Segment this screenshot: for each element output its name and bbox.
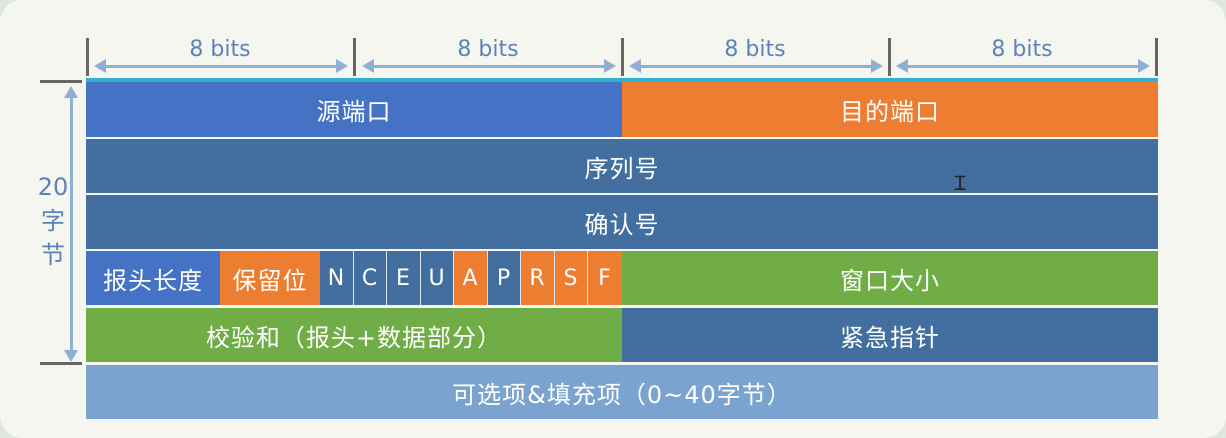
header-top-line: [86, 78, 1158, 82]
urgent-pointer-field: 紧急指针: [622, 308, 1158, 362]
options-padding-field: 可选项&填充项（0~40字节）: [86, 365, 1158, 419]
header-length-field: 报头长度: [86, 251, 220, 305]
side-label-20: 20: [36, 170, 70, 204]
source-port-field: 源端口: [86, 82, 622, 137]
bit-tick: [621, 38, 624, 76]
byte-range-line: [70, 96, 73, 352]
flag-s: S: [555, 251, 588, 305]
flag-f: F: [588, 251, 622, 305]
bits-label-1: 8 bits: [189, 37, 251, 62]
ack-number-field: 确认号: [86, 195, 1158, 249]
destination-port-field: 目的端口: [622, 82, 1158, 137]
sequence-number-field: 序列号: [86, 139, 1158, 193]
bit-tick: [353, 38, 356, 76]
arrow-down-icon: [64, 350, 78, 362]
bits-label-3: 8 bits: [724, 37, 786, 62]
bits-arrow: [629, 59, 883, 73]
side-label-jie: 节: [36, 238, 70, 272]
bit-tick: [1155, 38, 1158, 76]
bits-arrow: [94, 59, 348, 73]
flag-c: C: [354, 251, 387, 305]
reserved-field: 保留位: [220, 251, 320, 305]
window-size-field: 窗口大小: [622, 251, 1158, 305]
flag-r: R: [521, 251, 555, 305]
flag-p: P: [488, 251, 521, 305]
byte-range-bottom-bar: [40, 362, 82, 365]
byte-range-top-bar: [40, 80, 82, 83]
bits-arrow: [362, 59, 616, 73]
arrow-up-icon: [64, 86, 78, 98]
bit-tick: [86, 38, 89, 76]
flag-n: N: [320, 251, 354, 305]
flag-u: U: [421, 251, 454, 305]
checksum-field: 校验和（报头+数据部分）: [86, 308, 622, 362]
bit-tick: [888, 38, 891, 76]
flag-e: E: [387, 251, 421, 305]
bits-arrow: [896, 59, 1150, 73]
bits-label-4: 8 bits: [991, 37, 1053, 62]
text-cursor-icon: Ɪ: [954, 171, 966, 195]
flag-a: A: [454, 251, 488, 305]
bits-label-2: 8 bits: [457, 37, 519, 62]
side-label-zi: 字: [36, 204, 70, 238]
